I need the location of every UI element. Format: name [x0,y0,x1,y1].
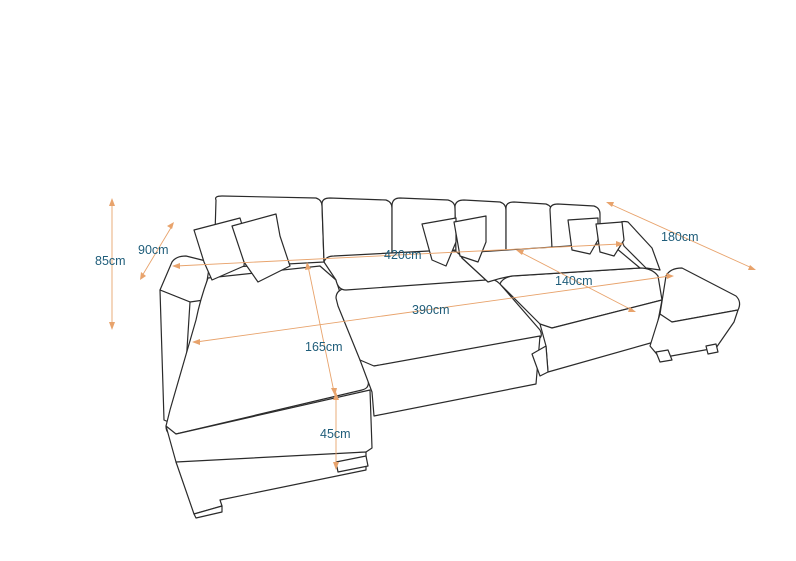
arrow-head [333,392,339,400]
arrow-head [748,265,756,270]
arrow-head [167,222,174,229]
arrow-head [109,322,115,330]
left-foot [193,505,223,519]
arrow-head [305,262,311,270]
right-chaise-dimension-line [609,203,753,269]
arrow-head [606,202,614,207]
bed-width-dimension-line [519,251,633,311]
back-cushion-5 [505,201,553,253]
pillow-3 [421,217,457,267]
pillow-5 [567,217,599,255]
arrow-head [616,241,624,247]
arrow-head [192,339,200,345]
right-foot-2 [705,343,719,355]
bed-width-label: 140cm [555,274,593,288]
dimension-lines [109,198,756,470]
pillow-4 [453,215,487,263]
back-width-dimension-line [175,243,621,267]
left-chaise-dimension-line [307,265,335,393]
left-chaise-foot-right [335,455,369,473]
back-width-label: 420cm [384,248,422,262]
arrow-head [628,307,636,312]
pillow-6 [595,221,625,257]
sofa-outline [159,195,741,519]
arrow-head [516,250,524,255]
pillow-2 [231,213,291,283]
front-width-dimension-line [195,275,671,343]
seat-depth-label: 90cm [138,243,169,257]
arrow-head [172,263,180,269]
arrow-head [109,198,115,206]
depth-dimension-line [141,225,173,277]
back-cushion-2 [321,197,393,263]
height-label: 85cm [95,254,126,268]
left-chaise-length-label: 165cm [305,340,343,354]
seat-height-label: 45cm [320,427,351,441]
middle-seat-base [359,335,541,417]
arrow-head [666,273,674,279]
arrow-head [333,462,339,470]
front-width-label: 390cm [412,303,450,317]
right-foot [655,349,673,363]
arrow-head [140,272,146,280]
bed-mechanism [531,345,549,377]
right-chaise-length-label: 180cm [661,230,699,244]
